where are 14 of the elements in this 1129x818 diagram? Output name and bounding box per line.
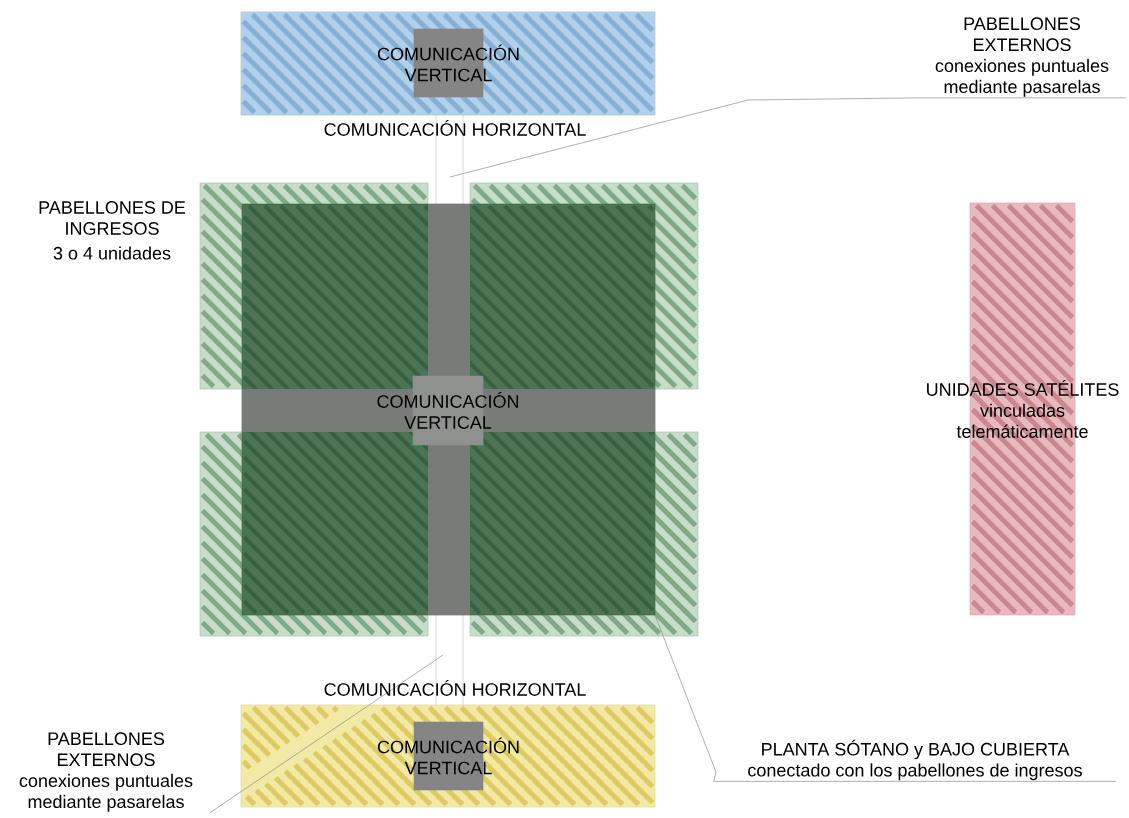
- callout-text: PABELLONES EXTERNOS conexiones puntuales mediante pasarelas: [19, 732, 193, 812]
- satellite-block: UNIDADES SATÉLITES vinculadas telemáticamente: [927, 202, 1119, 616]
- zone-label: COMUNICACIÓN HORIZONTAL: [324, 120, 586, 136]
- core-block: COMUNICACIÓN VERTICAL: [377, 375, 519, 446]
- zone-label: COMUNICACIÓN HORIZONTAL: [324, 680, 586, 696]
- pavilion-block: [240, 11, 656, 116]
- basement-plate: [241, 203, 656, 616]
- leader-line: [449, 97, 1127, 178]
- zone-label: 3 o 4 unidades: [53, 246, 171, 260]
- callout-text: PLANTA SÓTANO y BAJO CUBIERTA conectado con los pabellones de ingresos: [748, 739, 1082, 781]
- leader-line: [654, 614, 1117, 782]
- zone-label: PABELLONES DE INGRESOS: [39, 201, 186, 235]
- leader-line: [209, 654, 444, 814]
- callout-text: PABELLONES EXTERNOS conexiones puntuales mediante pasarelas: [935, 17, 1109, 97]
